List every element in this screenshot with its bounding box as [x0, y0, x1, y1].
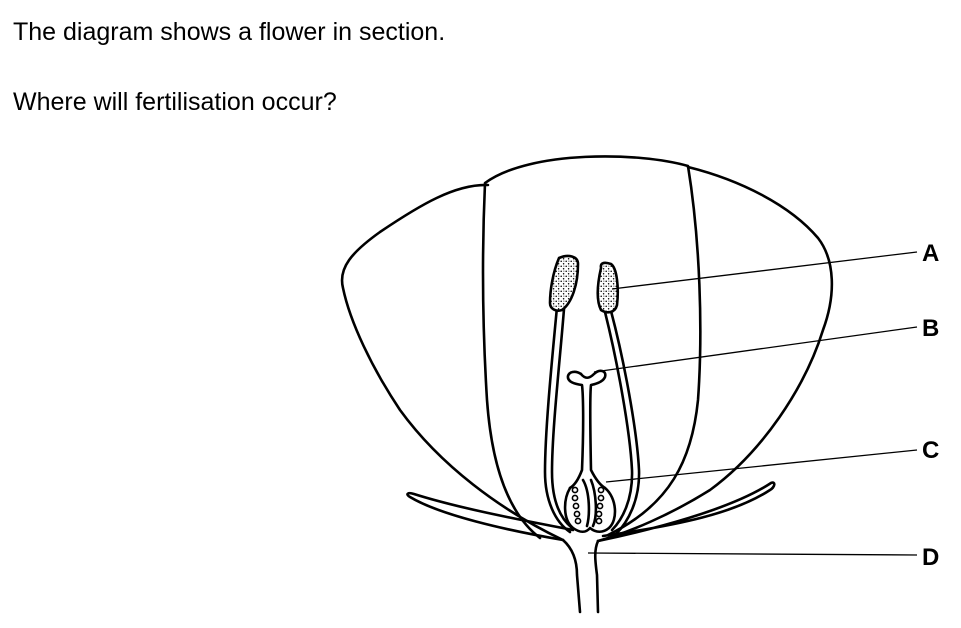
label-a: A — [922, 240, 939, 267]
left-filament-inner — [550, 307, 574, 530]
right-anther — [596, 261, 620, 314]
receptacle-right — [593, 539, 600, 614]
right-filament-inner — [609, 309, 641, 536]
left-filament-outer — [543, 305, 572, 534]
right-filament-outer — [603, 310, 634, 532]
receptacle-left — [561, 538, 582, 614]
left-sepal — [406, 491, 575, 542]
label-c-leader — [605, 449, 918, 483]
question-intro-text: The diagram shows a flower in section. — [13, 18, 446, 46]
label-c: C — [922, 437, 939, 464]
label-b: B — [922, 315, 939, 342]
left-anther — [548, 254, 580, 312]
ovary — [563, 486, 617, 534]
label-d-leader — [587, 552, 918, 556]
label-b-leader — [593, 326, 918, 373]
back-petal — [481, 155, 702, 540]
right-petal — [596, 165, 834, 543]
left-petal — [340, 183, 565, 542]
ovules — [571, 486, 605, 525]
question-prompt-text: Where will fertilisation occur? — [13, 88, 337, 116]
label-a-leader — [611, 251, 918, 290]
label-d: D — [922, 544, 939, 571]
right-sepal — [596, 481, 776, 543]
stigma — [566, 370, 585, 490]
